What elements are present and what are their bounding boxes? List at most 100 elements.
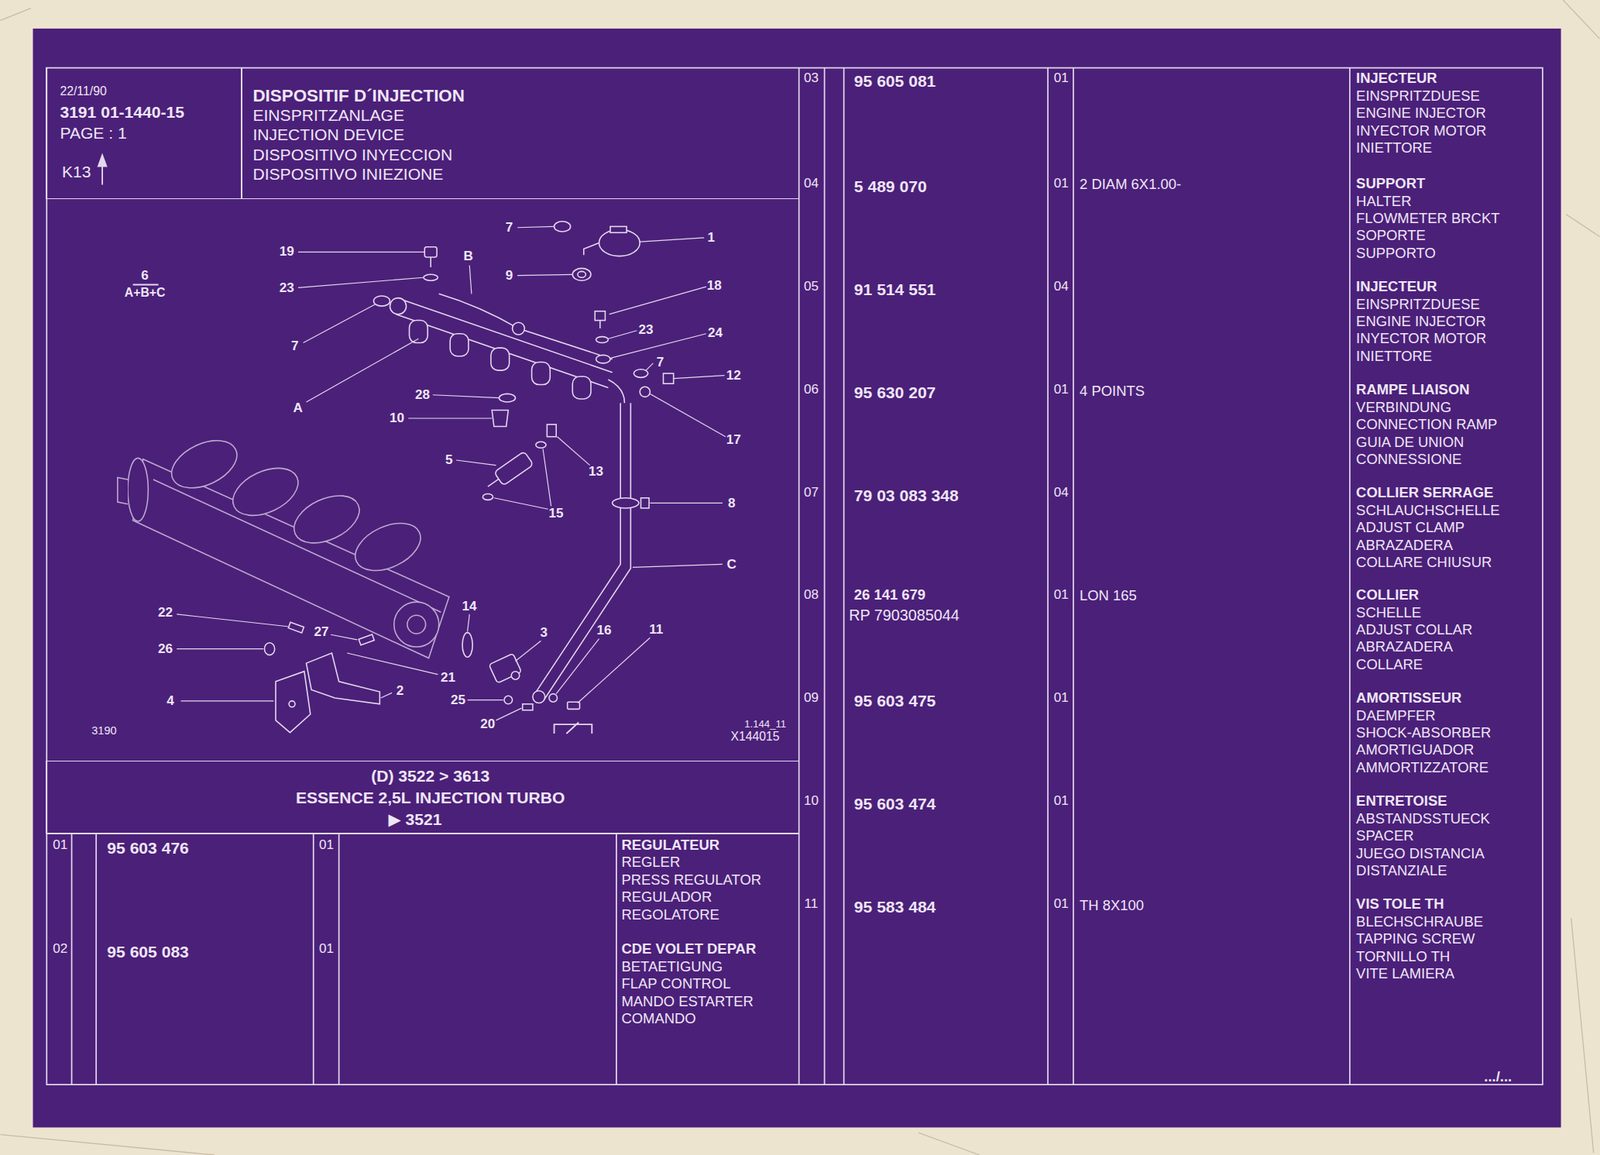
item-number: 10 [803,794,819,808]
drawing-ref: 3190 [91,724,117,737]
description: INIETTORE [1356,140,1432,155]
callout-number: 10 [389,412,405,426]
quantity: 04 [1054,280,1069,294]
description: FLAP CONTROL [621,976,731,991]
callout-number: C [727,557,737,571]
callout-number: 3 [540,625,549,639]
note: TH 8X100 [1079,897,1144,912]
description: SCHLAUCHSCHELLE [1356,503,1500,518]
microfiche-ground [33,28,1562,1128]
description: ABSTANDSSTUECK [1356,810,1491,825]
description: MANDO ESTARTER [621,993,753,1008]
note: 4 POINTS [1079,383,1145,398]
callout-number: 12 [726,368,742,382]
item-number: 09 [803,691,819,705]
title-box: DISPOSITIF D´INJECTIONEINSPRITZANLAGEINJ… [241,67,799,200]
callout-number: 5 [445,453,454,467]
description: ABRAZADERA [1356,537,1453,552]
part-number: 26 141 679 [854,587,926,602]
callout-number: 8 [727,496,736,510]
description: AMMORTIZZATORE [1356,760,1489,775]
node-text: (D) 3522 > 3613 [370,768,490,785]
description: COLLARE CHIUSUR [1356,555,1492,570]
description: SUPPORTO [1356,246,1436,261]
description: COLLARE [1356,657,1423,672]
description: RAMPE LIAISON [1356,382,1470,397]
description: ADJUST COLLAR [1356,622,1473,637]
description: ENGINE INJECTOR [1356,106,1487,121]
table-grid [46,67,1543,1085]
callout-number: 28 [415,387,430,402]
node-text: 3191 01-1440-15 [59,103,185,121]
callout-number: 11 [648,622,663,636]
callout-number: 7 [505,220,514,234]
description: HALTER [1356,193,1412,208]
part-number: 79 03 083 348 [854,487,959,505]
item-number: 11 [804,897,819,911]
part-number: RP 7903085044 [848,607,959,624]
node-text: 22/11/90 [59,85,107,98]
description: ADJUST CLAMP [1356,520,1465,535]
node-text: K13 [61,164,92,181]
node-text: DISPOSITIVO INYECCION [252,146,453,163]
description: CDE VOLET DEPAR [621,941,756,956]
description: BLECHSCHRAUBE [1356,914,1484,929]
quantity: 01 [1054,72,1069,86]
description: ENGINE INJECTOR [1356,314,1487,329]
description: SCHELLE [1356,604,1422,619]
description: PRESS REGULATOR [621,872,762,887]
callout-number: 22 [157,605,173,619]
description: BETAETIGUNG [621,959,723,974]
fraction-text: 6 [140,268,149,282]
callout-number: 4 [166,694,175,708]
description: DISTANZIALE [1356,863,1447,878]
callout-number: 14 [462,599,478,613]
part-number: 95 603 474 [854,796,937,813]
node-text: EINSPRITZANLAGE [252,106,405,124]
part-number: 95 583 484 [854,899,937,916]
header-box: 22/11/903191 01-1440-15PAGE : 1K13 [45,67,242,200]
description: ENTRETOISE [1356,793,1447,808]
callout-number: 9 [505,268,514,282]
description: TAPPING SCREW [1356,931,1475,946]
quantity: 04 [1054,486,1069,500]
callout-number: 2 [396,683,405,697]
description: TORNILLO TH [1356,948,1450,963]
description: REGLER [621,854,680,869]
title-text: DISPOSITIF D´INJECTION [252,86,465,104]
part-number: 91 514 551 [854,281,937,299]
description: FLOWMETER BRCKT [1356,211,1500,226]
description: INYECTOR MOTOR [1356,123,1487,138]
description: CONNECTION RAMP [1356,417,1497,432]
item-number: 07 [803,486,819,500]
callout-number: 7 [291,339,299,353]
description: INJECTEUR [1356,279,1438,294]
callout-number: 13 [588,464,604,478]
fraction-text: A+B+C [124,286,166,299]
description: REGULATEUR [621,837,720,852]
callout-number: 25 [450,693,466,707]
description: EINSPRITZDUESE [1356,89,1480,104]
part-number: 95 630 207 [854,384,937,402]
note: LON 165 [1079,588,1137,603]
quantity: 01 [1054,383,1069,397]
callout-number: 19 [279,245,295,259]
callout-number: 21 [440,670,456,684]
description: EINSPRITZDUESE [1356,296,1480,311]
quantity: 01 [1054,691,1069,705]
callout-number: 23 [279,281,295,295]
description: SPACER [1356,828,1414,843]
callout-number: 23 [638,322,654,337]
node-text: DISPOSITIVO INIEZIONE [252,165,443,182]
callout-number: 16 [597,624,612,638]
quantity: 01 [319,942,334,956]
drawing-ref: X144015 [730,730,780,743]
callout-number: 7 [656,355,665,369]
quantity: 01 [1054,588,1069,602]
quantity: 01 [1054,897,1069,911]
header-symbols [98,154,592,734]
callout-number: 20 [480,717,495,732]
description: SUPPORT [1356,176,1425,191]
variant-band: (D) 3522 > 3613ESSENCE 2,5L INJECTION TU… [45,760,799,835]
